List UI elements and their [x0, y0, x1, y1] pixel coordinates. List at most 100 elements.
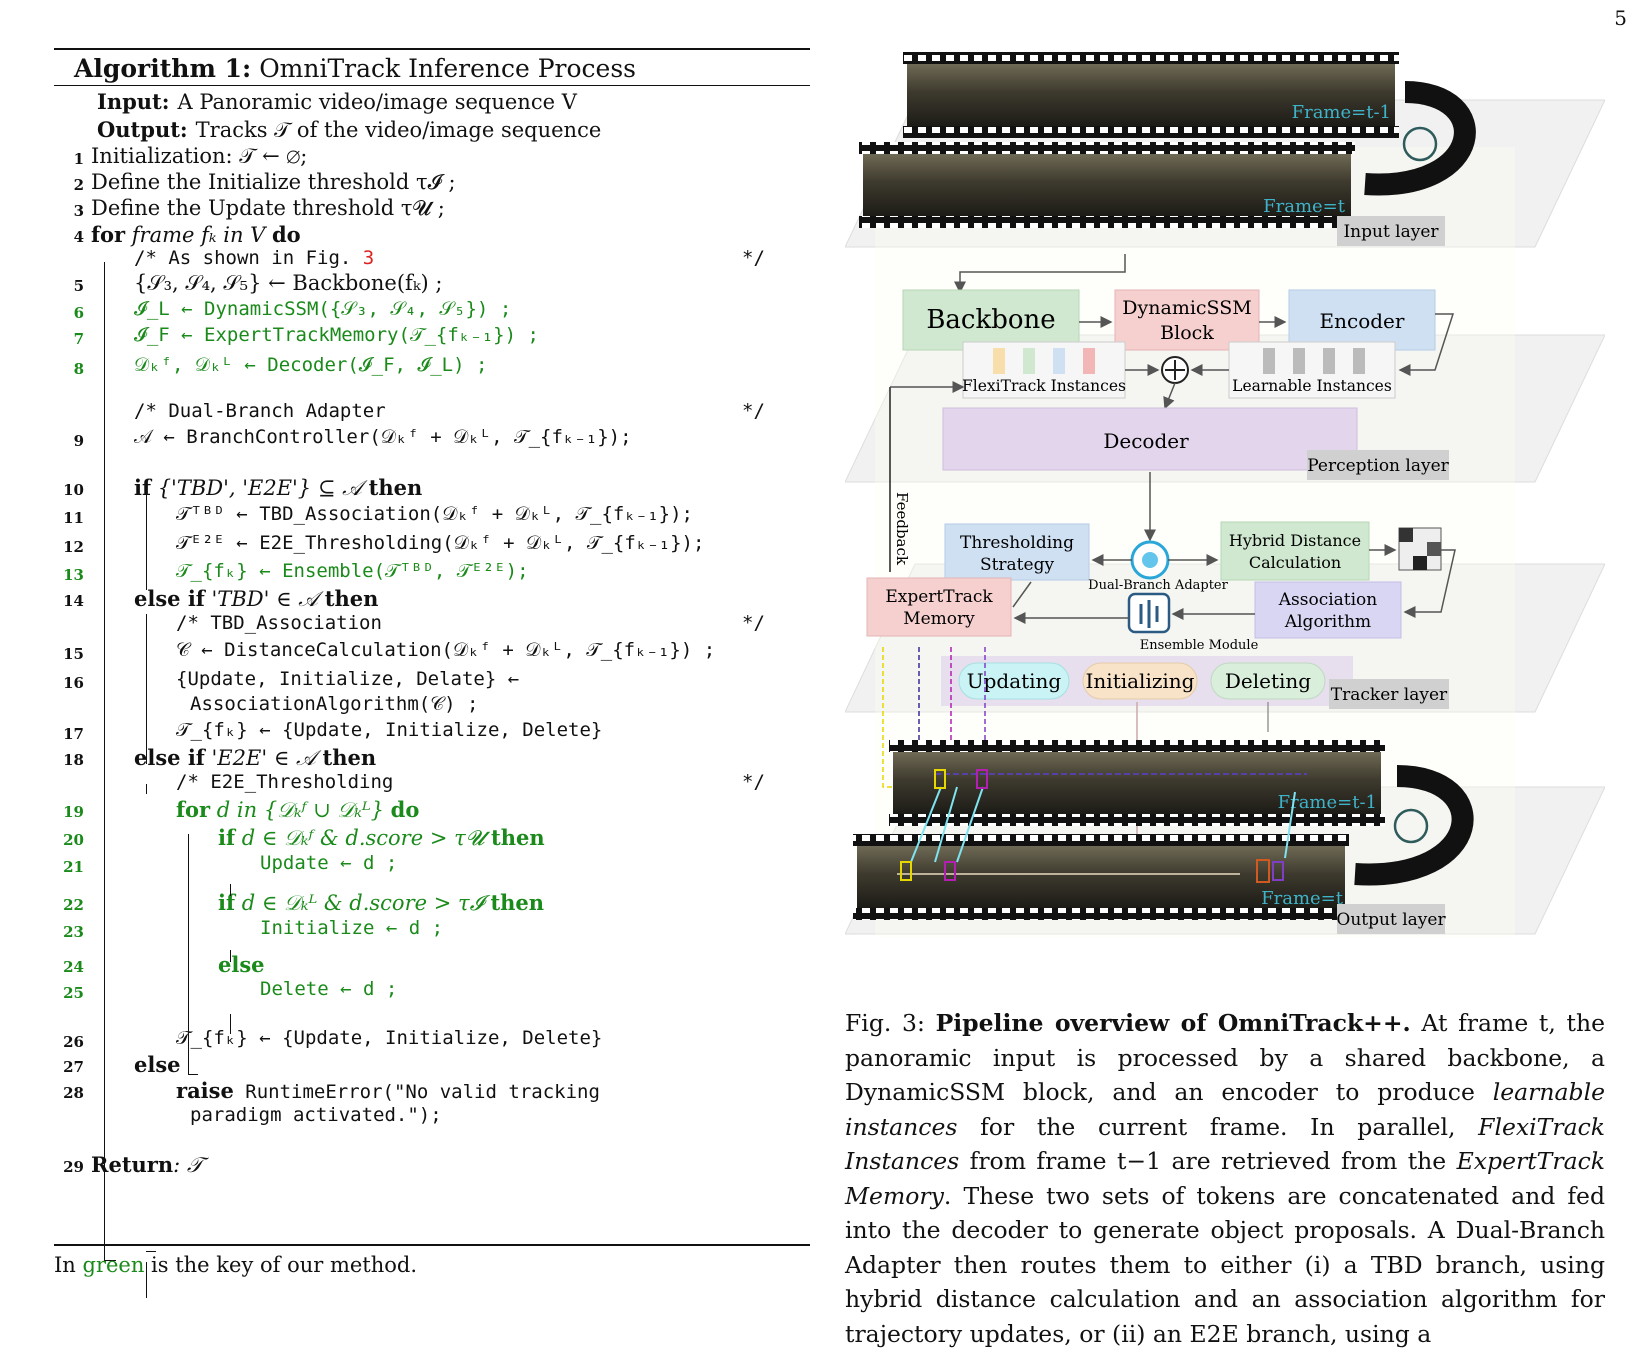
- tracker-layer-label: Tracker layer: [1331, 685, 1448, 705]
- line-number: 11: [63, 509, 84, 527]
- svg-text:Deleting: Deleting: [1225, 669, 1311, 693]
- line-number: 19: [63, 803, 84, 821]
- hybrid-distance-block: [1220, 521, 1370, 581]
- algorithm-output: Output:Tracks 𝒯 of the video/image seque…: [97, 117, 602, 142]
- algorithm-line: *//* Dual-Branch Adapter: [54, 400, 794, 427]
- algorithm-statement: raise RuntimeError("No valid tracking: [176, 1078, 600, 1103]
- algorithm-statement: {𝒮₃, 𝒮₄, 𝒮₅} ← Backbone(fₖ) ;: [134, 271, 443, 295]
- svg-text:ExpertTrack: ExpertTrack: [885, 587, 993, 607]
- algorithm-line: 8 𝒟ₖᶠ, 𝒟ₖᴸ ← Decoder(𝓘_F, 𝓘_L) ;: [54, 354, 794, 381]
- algorithm-statement: for d in {𝒟ₖᶠ ∪ 𝒟ₖᴸ} do: [176, 797, 420, 822]
- block-bar: [188, 834, 189, 1074]
- algorithm-statement: for frame fₖ in V do: [91, 222, 301, 247]
- block-bar: [230, 1014, 231, 1034]
- learnable-instances: [1228, 341, 1396, 399]
- line-number: 20: [63, 831, 84, 849]
- line-number: 22: [63, 896, 84, 914]
- algorithm-line: 3 Define the Update threshold τ𝓤 ;: [54, 196, 794, 223]
- algorithm-statement: 𝒟ₖᶠ, 𝒟ₖᴸ ← Decoder(𝓘_F, 𝓘_L) ;: [134, 354, 488, 376]
- line-number: 8: [73, 360, 84, 378]
- algorithm-statement: 𝒯_{fₖ} ← Ensemble(𝒯ᵀᴮᴰ, 𝒯ᴱ²ᴱ);: [176, 560, 529, 582]
- comment-end: */: [742, 612, 765, 634]
- algorithm-footnote: In green is the key of our method.: [54, 1253, 418, 1277]
- block-bar: [146, 494, 147, 590]
- thresholding-strategy-block: [944, 523, 1090, 581]
- svg-text:Algorithm: Algorithm: [1284, 612, 1371, 632]
- algorithm-statement: Define the Update threshold τ𝓤 ;: [91, 196, 445, 220]
- experttrack-memory-block: [866, 577, 1012, 637]
- block-end: [146, 1251, 156, 1252]
- svg-text:Ensemble Module: Ensemble Module: [1140, 638, 1259, 653]
- algorithm-line: AssociationAlgorithm(𝒞) ;: [54, 693, 794, 720]
- line-number: 15: [63, 645, 84, 663]
- pipeline-figure: Frame=t-1 Frame=t Input layer Backbone D…: [844, 52, 1606, 992]
- algorithm-line: 16{Update, Initialize, Delate} ←: [54, 668, 794, 695]
- line-number: 28: [63, 1084, 84, 1102]
- association-algorithm-block: [1254, 581, 1402, 639]
- perception-layer-label-box: [1307, 450, 1449, 480]
- algorithm-statement: Delete ← d ;: [260, 978, 398, 1000]
- updating-pill: [958, 662, 1070, 700]
- comment-end: */: [742, 771, 765, 793]
- svg-text:Block: Block: [1160, 322, 1214, 344]
- algorithm-line: paradigm activated.");: [54, 1104, 794, 1131]
- line-number: 27: [63, 1058, 84, 1076]
- svg-text:Calculation: Calculation: [1249, 553, 1341, 572]
- svg-text:Association: Association: [1278, 590, 1378, 610]
- algorithm-line: 21 Update ← d ;: [54, 852, 794, 879]
- line-number: 3: [73, 202, 84, 220]
- line-number: 21: [63, 858, 84, 876]
- algorithm-statement: Update ← d ;: [260, 852, 398, 874]
- line-number: 13: [63, 566, 84, 584]
- algorithm-comment: /* E2E_Thresholding: [176, 771, 394, 793]
- algorithm-statement: else: [218, 952, 265, 977]
- algorithm-statement: if {'TBD', 'E2E'} ⊆ 𝒜 then: [134, 475, 423, 500]
- svg-text:Decoder: Decoder: [1103, 429, 1189, 453]
- svg-text:Dual-Branch Adapter: Dual-Branch Adapter: [1088, 578, 1228, 593]
- block-bar: [104, 262, 105, 1262]
- line-number: 24: [63, 958, 84, 976]
- input-frame-cur: Frame=t: [859, 142, 1355, 228]
- svg-text:Encoder: Encoder: [1320, 309, 1405, 333]
- line-number: 18: [63, 751, 84, 769]
- line-number: 1: [73, 150, 84, 168]
- algorithm-line: 15 𝒞 ← DistanceCalculation(𝒟ₖᶠ + 𝒟ₖᴸ, 𝒯_{…: [54, 639, 794, 666]
- line-number: 17: [63, 725, 84, 743]
- svg-text:Hybrid Distance: Hybrid Distance: [1229, 531, 1361, 550]
- line-number: 6: [73, 304, 84, 322]
- algorithm-statement: 𝒜 ← BranchController(𝒟ₖᶠ + 𝒟ₖᴸ, 𝒯_{fₖ₋₁}…: [134, 426, 632, 448]
- algorithm-statement: 𝒯_{fₖ} ← {Update, Initialize, Delete}: [176, 719, 603, 741]
- algorithm-line: 5{𝒮₃, 𝒮₄, 𝒮₅} ← Backbone(fₖ) ;: [54, 271, 794, 298]
- tracker-layer-label-box: [1329, 679, 1449, 709]
- svg-text:Frame=t: Frame=t: [1261, 888, 1344, 909]
- algorithm-line: *//* As shown in Fig. 3: [54, 247, 794, 274]
- output-frame-cur: Frame=t: [853, 834, 1349, 920]
- line-number: 12: [63, 538, 84, 556]
- block-bar: [146, 1262, 147, 1298]
- algorithm-statement: 𝒞 ← DistanceCalculation(𝒟ₖᶠ + 𝒟ₖᴸ, 𝒯_{fₖ…: [176, 639, 716, 661]
- algorithm-statement: AssociationAlgorithm(𝒞) ;: [190, 693, 479, 715]
- algorithm-title: Algorithm 1: OmniTrack Inference Process: [54, 50, 810, 86]
- line-number: 26: [63, 1033, 84, 1051]
- pipeline-diagram: Frame=t-1 Frame=t Input layer Backbone D…: [844, 52, 1606, 937]
- algorithm-line: *//* TBD_Association: [54, 612, 794, 639]
- block-end: [104, 1260, 116, 1261]
- algorithm-statement: Initialize ← d ;: [260, 917, 444, 939]
- algorithm-comment: /* Dual-Branch Adapter: [134, 400, 386, 422]
- page-number: 5: [1614, 6, 1627, 30]
- svg-text:Frame=t: Frame=t: [1263, 196, 1346, 217]
- algorithm-line: 24 else: [54, 952, 794, 979]
- svg-text:Thresholding: Thresholding: [960, 533, 1074, 553]
- output-frame-prev: Frame=t-1: [889, 740, 1385, 826]
